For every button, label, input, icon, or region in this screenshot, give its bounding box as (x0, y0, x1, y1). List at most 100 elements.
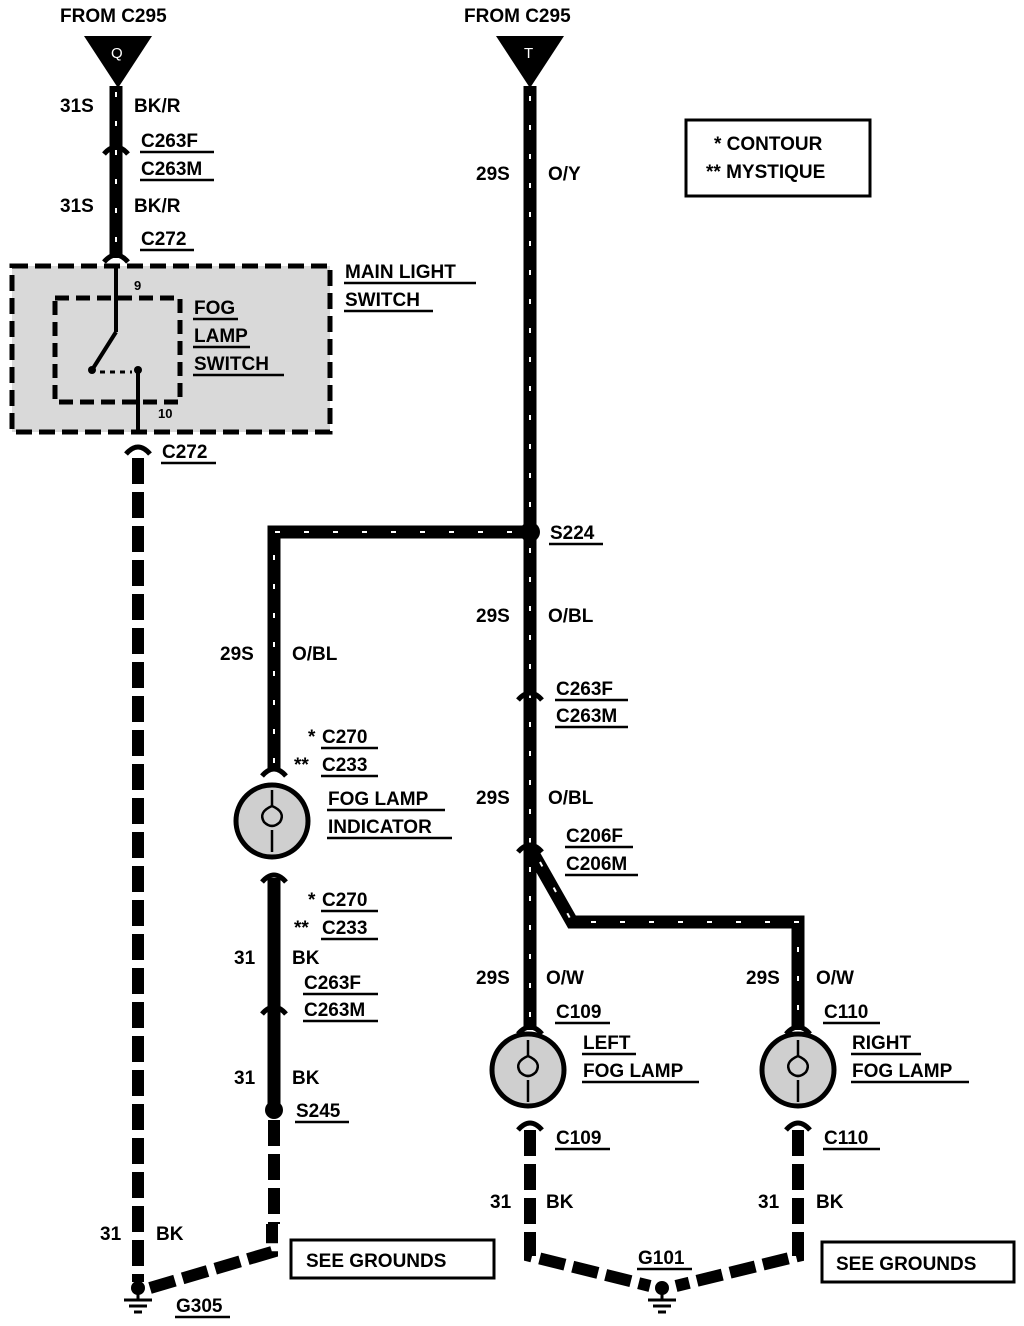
connector-c270-top-cup (260, 766, 288, 778)
connector-c272-top-cup (102, 252, 130, 264)
see-grounds-left-label: SEE GROUNDS (306, 1251, 446, 1272)
wire-29s-obl-indicator (267, 525, 524, 770)
connector-c272-top: C272 (141, 229, 186, 250)
left-fog-lamp-label-2: FOG LAMP (583, 1061, 684, 1082)
wire-color-oy: O/Y (548, 164, 581, 185)
connector-c270-bottom-cup (260, 872, 288, 884)
connector-c109-top: C109 (556, 1002, 601, 1023)
wire-color-bk-a: BK (292, 948, 320, 969)
wire-color-bkr-a: BK/R (134, 96, 181, 117)
connector-c263m-indicator: C263M (304, 1000, 365, 1021)
circuit-31-label-a: 31 (234, 948, 256, 969)
left-fog-lamp-filament (517, 1040, 539, 1102)
switch-contact-lines (90, 266, 140, 432)
ground-g305-node (131, 1281, 145, 1295)
legend-mystique: ** MYSTIQUE (706, 162, 825, 183)
splice-s245-label: S245 (296, 1101, 341, 1122)
connector-c109-bottom-cup (516, 1120, 544, 1132)
connector-c263-right-cup (516, 690, 544, 702)
connector-c270-bottom: C270 (322, 890, 367, 911)
connector-c110-top-cup (784, 1024, 812, 1036)
from-c295-left-label: FROM C295 (60, 6, 167, 27)
connector-c110-top: C110 (824, 1002, 868, 1023)
from-c295-right-label: FROM C295 (464, 6, 571, 27)
star-c270-b: * (308, 890, 316, 911)
star-c233-b: ** (294, 918, 309, 939)
connector-c206m: C206M (566, 854, 627, 875)
ground-g101-node (655, 1281, 669, 1295)
ground-g101-symbol (648, 1294, 676, 1314)
connector-c206-cup (516, 842, 544, 854)
see-grounds-left-box (289, 1238, 496, 1280)
wire-color-obl-left: O/BL (292, 644, 338, 665)
circuit-29s-ow-right-label: 29S (746, 968, 780, 989)
see-grounds-right-box (820, 1240, 1016, 1284)
star-c270-a: * (308, 727, 316, 748)
wire-29s-ow-right-dash (539, 861, 799, 1024)
wire-color-bk-d: BK (816, 1192, 844, 1213)
circuit-31-label-c: 31 (490, 1192, 512, 1213)
circuit-31-left-label: 31 (100, 1224, 122, 1245)
connector-c110-bottom: C110 (824, 1128, 868, 1149)
circuit-29s-obl-left-label: 29S (220, 644, 254, 665)
circuit-31-label-b: 31 (234, 1068, 256, 1089)
connector-pin-q (84, 36, 152, 88)
connector-c263f-indicator: C263F (304, 973, 361, 994)
star-c233-a: ** (294, 755, 309, 776)
fog-lamp-switch-label-2: LAMP (194, 326, 248, 347)
connector-c263f-left: C263F (141, 131, 198, 152)
fog-lamp-indicator-label-1: FOG LAMP (328, 789, 429, 810)
fog-lamp-switch-label-1: FOG (194, 298, 235, 319)
switch-contact-2 (134, 366, 142, 374)
connector-c263m-right: C263M (556, 706, 617, 727)
pin-t-label: T (524, 45, 533, 62)
connector-c263-indicator-cup (260, 1004, 288, 1016)
wire-color-bkr-b: BK/R (134, 196, 181, 217)
connector-c109-top-cup (516, 1024, 544, 1036)
connector-c263m-left: C263M (141, 159, 202, 180)
connector-c270-top: C270 (322, 727, 367, 748)
legend-contour: * CONTOUR (714, 134, 823, 155)
fog-lamp-switch-label-3: SWITCH (194, 354, 269, 375)
circuit-29s-oy-label: 29S (476, 164, 510, 185)
ground-g305-symbol (124, 1294, 152, 1314)
connector-c206f: C206F (566, 826, 623, 847)
right-fog-lamp-bulb (759, 1031, 837, 1109)
connector-c109-bottom: C109 (556, 1128, 601, 1149)
left-fog-lamp-bulb (489, 1031, 567, 1109)
connector-c263f-right: C263F (556, 679, 613, 700)
splice-s224-label: S224 (550, 523, 595, 544)
pin-10-label: 10 (158, 406, 172, 421)
wire-31-bk-left-fog-ground (524, 1130, 652, 1292)
legend-box (684, 118, 872, 198)
fog-lamp-indicator-bulb (233, 782, 311, 860)
switch-contact-1 (88, 366, 96, 374)
circuit-31-label-d: 31 (758, 1192, 780, 1213)
wire-color-bk-left: BK (156, 1224, 184, 1245)
wire-ground-join-left (148, 1224, 278, 1294)
right-fog-lamp-filament (787, 1040, 809, 1102)
main-light-switch-label-2: SWITCH (345, 290, 420, 311)
circuit-29s-obl-b-label: 29S (476, 788, 510, 809)
circuit-29s-ow-left-label: 29S (476, 968, 510, 989)
wire-color-obl-b: O/BL (548, 788, 594, 809)
wire-color-ow-left: O/W (546, 968, 584, 989)
circuit-31s-label-b: 31S (60, 196, 94, 217)
right-fog-lamp-label-2: FOG LAMP (852, 1061, 953, 1082)
wire-color-ow-right: O/W (816, 968, 854, 989)
left-fog-lamp-label-1: LEFT (583, 1033, 631, 1054)
connector-c272-bottom: C272 (162, 442, 207, 463)
ground-g101-label: G101 (638, 1248, 685, 1269)
fog-lamp-indicator-label-2: INDICATOR (328, 817, 432, 838)
wire-color-obl-a: O/BL (548, 606, 594, 627)
connector-c233-top: C233 (322, 755, 367, 776)
splice-s245 (265, 1101, 283, 1119)
connector-c233-bottom: C233 (322, 918, 367, 939)
circuit-31s-label-a: 31S (60, 96, 94, 117)
pin-9-label: 9 (134, 278, 141, 293)
connector-c263-left-cup (102, 144, 130, 156)
wire-color-bk-b: BK (292, 1068, 320, 1089)
main-light-switch-label-1: MAIN LIGHT (345, 262, 456, 283)
wire-31-bk-right-fog-ground (674, 1130, 804, 1292)
